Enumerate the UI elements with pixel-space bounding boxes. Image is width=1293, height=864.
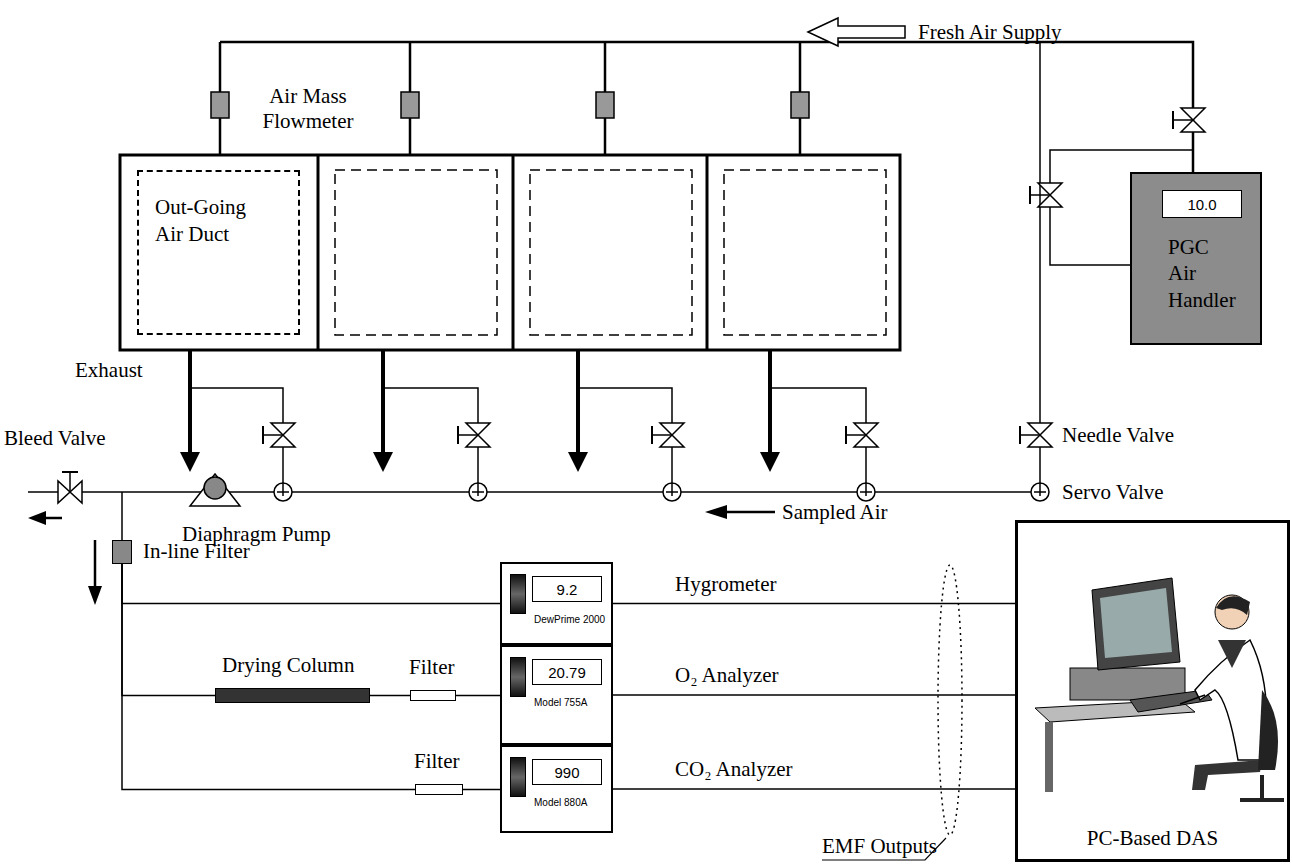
emf-bundle <box>938 565 962 835</box>
inline-filter: In-line Filter <box>112 540 132 564</box>
node-text: Filter <box>414 749 460 774</box>
display-readout: 990 <box>532 759 602 785</box>
part-label: Bleed Valve <box>4 426 106 451</box>
chambers <box>120 155 900 350</box>
signal-line <box>122 564 215 696</box>
display-readout: 20.79 <box>532 659 602 685</box>
node-text: Drying Column <box>222 653 354 678</box>
analyzer-unit: 9.2DewPrime 2000 <box>500 562 613 645</box>
display-readout: 10.0 <box>1162 190 1242 218</box>
part-label: Sampled Air <box>782 500 888 525</box>
signal-line <box>122 564 500 604</box>
signal-line <box>613 788 1015 790</box>
part-label: Air Mass Flowmeter <box>258 84 358 134</box>
signal-line <box>613 603 1015 605</box>
signal-line <box>463 789 500 791</box>
signal-label: O₂ Analyzer <box>673 663 781 688</box>
flow-arrows <box>28 505 775 605</box>
diaphragm-pump <box>190 474 240 506</box>
signal-label: CO₂ Analyzer <box>673 757 795 782</box>
fresh-air-pipes <box>220 42 1193 483</box>
signal-line <box>370 695 410 697</box>
part-label: EMF Outputs <box>822 834 937 859</box>
part-label: Exhaust <box>75 358 143 383</box>
part-label: Fresh Air Supply <box>918 20 1062 45</box>
node-text: Filter <box>409 655 455 680</box>
node-text: PC-Based DAS <box>1018 826 1287 851</box>
node-text: Model 755A <box>534 697 587 708</box>
part-label: Diaphragm Pump <box>182 522 331 547</box>
air-duct-box: Out-Going Air Duct <box>137 170 300 335</box>
data-acquisition-box: PC-Based DAS <box>1015 520 1290 862</box>
air-handler: 10.0PGC Air Handler <box>1130 172 1262 345</box>
node-text: PGC Air Handler <box>1168 234 1240 313</box>
operator-illustration <box>1035 578 1284 800</box>
filter: Filter <box>410 690 456 701</box>
analyzer-unit: 990Model 880A <box>500 745 613 833</box>
display-readout: 9.2 <box>532 576 602 602</box>
drying-column: Drying Column <box>215 688 370 703</box>
signal-line <box>456 695 500 697</box>
exhaust-arrows <box>180 350 780 472</box>
signal-line <box>122 564 415 790</box>
part-label: Servo Valve <box>1062 480 1164 505</box>
node-text: Model 880A <box>534 797 587 808</box>
node-text: DewPrime 2000 <box>534 614 605 625</box>
part-label: Needle Valve <box>1062 423 1174 448</box>
analyzer-unit: 20.79Model 755A <box>500 645 613 745</box>
signal-line <box>613 694 1015 696</box>
filter: Filter <box>415 784 463 795</box>
hollow-arrow <box>808 18 905 46</box>
signal-label: Hygrometer <box>673 572 778 597</box>
node-text: Out-Going Air Duct <box>155 194 265 249</box>
sample-lines <box>28 388 1031 540</box>
